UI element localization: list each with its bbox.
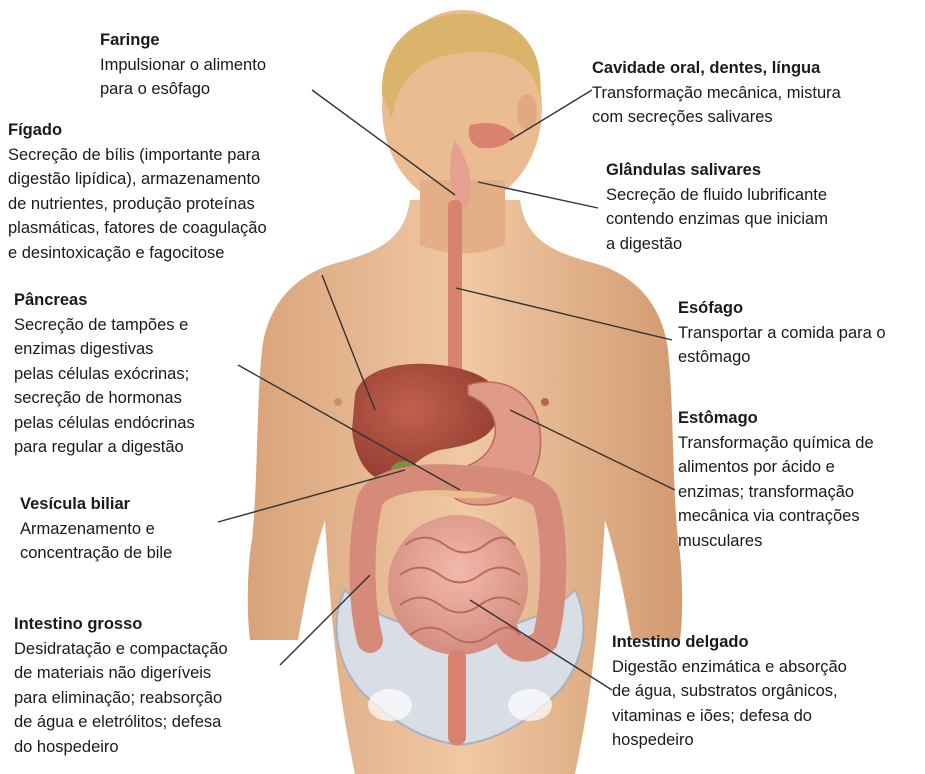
label-description: Desidratação e compactação de materiais …: [14, 637, 228, 760]
label-title: Faringe: [100, 28, 266, 53]
label-description: Armazenamento e concentração de bile: [20, 517, 172, 566]
label-description: Secreção de bílis (importante para diges…: [8, 143, 267, 266]
label-title: Esófago: [678, 296, 886, 321]
rectum: [448, 650, 466, 745]
label-faringe: Faringe Impulsionar o alimento para o es…: [100, 28, 266, 102]
label-intestino-grosso: Intestino grosso Desidratação e compacta…: [14, 612, 228, 759]
label-description: Secreção de fluido lubrificante contendo…: [606, 183, 828, 257]
label-description: Digestão enzimática e absorção de água, …: [612, 655, 847, 753]
label-title: Intestino delgado: [612, 630, 847, 655]
label-title: Cavidade oral, dentes, língua: [592, 56, 841, 81]
label-title: Glândulas salivares: [606, 158, 828, 183]
label-title: Estômago: [678, 406, 874, 431]
label-title: Intestino grosso: [14, 612, 228, 637]
label-vesicula: Vesícula biliar Armazenamento e concentr…: [20, 492, 172, 566]
label-description: Transformação química de alimentos por á…: [678, 431, 874, 554]
label-description: Impulsionar o alimento para o esôfago: [100, 53, 266, 102]
esophagus: [448, 200, 462, 390]
label-estomago: Estômago Transformação química de alimen…: [678, 406, 874, 553]
small-intestine: [388, 515, 528, 655]
label-description: Transformação mecânica, mistura com secr…: [592, 81, 841, 130]
label-glandulas: Glândulas salivares Secreção de fluido l…: [606, 158, 828, 256]
label-figado: Fígado Secreção de bílis (importante par…: [8, 118, 271, 265]
label-esofago: Esófago Transportar a comida para o estô…: [678, 296, 886, 370]
label-description: Transportar a comida para o estômago: [678, 321, 886, 370]
label-title: Vesícula biliar: [20, 492, 172, 517]
label-cavidade-oral: Cavidade oral, dentes, língua Transforma…: [592, 56, 841, 130]
label-title: Pâncreas: [14, 288, 195, 313]
label-intestino-delgado: Intestino delgado Digestão enzimática e …: [612, 630, 847, 753]
label-title: Fígado: [8, 118, 267, 143]
label-description: Secreção de tampões e enzimas digestivas…: [14, 313, 195, 460]
label-pancreas: Pâncreas Secreção de tampões e enzimas d…: [14, 288, 195, 460]
